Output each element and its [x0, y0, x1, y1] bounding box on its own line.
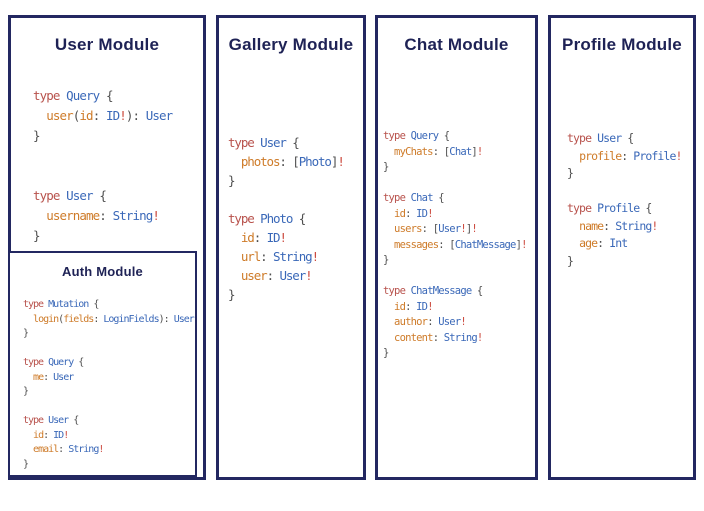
code-line: type User { [567, 131, 634, 145]
code-line: me: User [33, 371, 74, 383]
code-line: users: [User!]! [394, 223, 478, 235]
chat-module-code-block: type Query { myChats: [Chat]!} type Chat… [383, 129, 527, 362]
user-module-code-block: type Query { user(id: ID!): User} type U… [33, 86, 173, 246]
auth-module-title: Auth Module [62, 264, 143, 279]
code-line: id: ID! [394, 207, 433, 220]
code-line: id: ID! [394, 300, 433, 313]
code-line: } [228, 287, 236, 302]
code-line: type Profile { [567, 201, 652, 215]
gallery-module-title: Gallery Module [228, 35, 354, 54]
code-line: id: ID! [240, 230, 287, 245]
panel-user-module: User Module type Query { user(id: ID!): … [8, 15, 206, 480]
code-line: } [567, 166, 574, 180]
code-line: } [383, 347, 389, 359]
panel-chat-module: Chat Module type Query { myChats: [Chat]… [375, 15, 538, 480]
code-line: name: String! [579, 218, 658, 233]
code-line: email: String! [33, 444, 104, 455]
code-line [23, 400, 194, 415]
profile-module-code-block: type User { profile: Profile!} type Prof… [567, 130, 682, 270]
code-line: user: User! [240, 268, 313, 283]
code-line: type User { [23, 415, 79, 426]
code-line: type Query { [33, 88, 113, 103]
code-line: username: String! [46, 208, 160, 223]
code-line [33, 146, 172, 166]
panel-profile-module: Profile Module type User { profile: Prof… [548, 15, 696, 480]
code-line [23, 342, 194, 357]
code-line: id: ID! [33, 429, 69, 441]
code-line: type User { [33, 188, 107, 203]
code-line: } [383, 161, 389, 173]
code-line: url: String! [240, 249, 319, 264]
code-line: author: User! [394, 316, 467, 328]
code-line: type User { [228, 135, 300, 150]
code-line: } [23, 328, 29, 339]
code-line: myChats: [Chat]! [394, 145, 483, 158]
code-line: type Query { [383, 130, 450, 142]
code-line: age: Int [579, 236, 628, 250]
panel-gallery-module: Gallery Module type User { photos: [Phot… [216, 15, 366, 480]
code-line: } [228, 173, 236, 188]
profile-module-title: Profile Module [562, 35, 682, 54]
code-line: type Mutation { [23, 299, 99, 310]
code-line: } [33, 128, 40, 143]
code-line [383, 269, 527, 285]
code-line: user(id: ID!): User [46, 108, 173, 123]
code-line: } [383, 254, 389, 266]
chat-module-title: Chat Module [404, 35, 509, 54]
user-module-title: User Module [54, 35, 160, 54]
code-line: } [23, 458, 29, 470]
code-line: } [33, 228, 40, 243]
code-line: type Chat { [383, 192, 445, 204]
code-line: type Query { [23, 357, 84, 368]
code-line [228, 190, 344, 209]
code-line: type Photo { [228, 211, 306, 226]
code-line: login(fields: LoginFields): User [33, 313, 195, 325]
code-line: content: String! [394, 331, 483, 344]
code-line: messages: [ChatMessage]! [394, 238, 527, 251]
code-line: } [567, 253, 574, 268]
code-line: profile: Profile! [579, 148, 682, 163]
auth-module-code-block: type Mutation { login(fields: LoginField… [23, 298, 195, 472]
code-line [33, 166, 172, 186]
auth-module-box: Auth Module type Mutation { login(fields… [8, 251, 197, 477]
code-line [383, 176, 527, 192]
code-line: photos: [Photo]! [240, 154, 345, 169]
gallery-module-code-block: type User { photos: [Photo]!} type Photo… [228, 133, 345, 304]
code-line [567, 183, 682, 201]
code-line: } [23, 386, 29, 397]
code-line: type ChatMessage { [383, 285, 483, 297]
